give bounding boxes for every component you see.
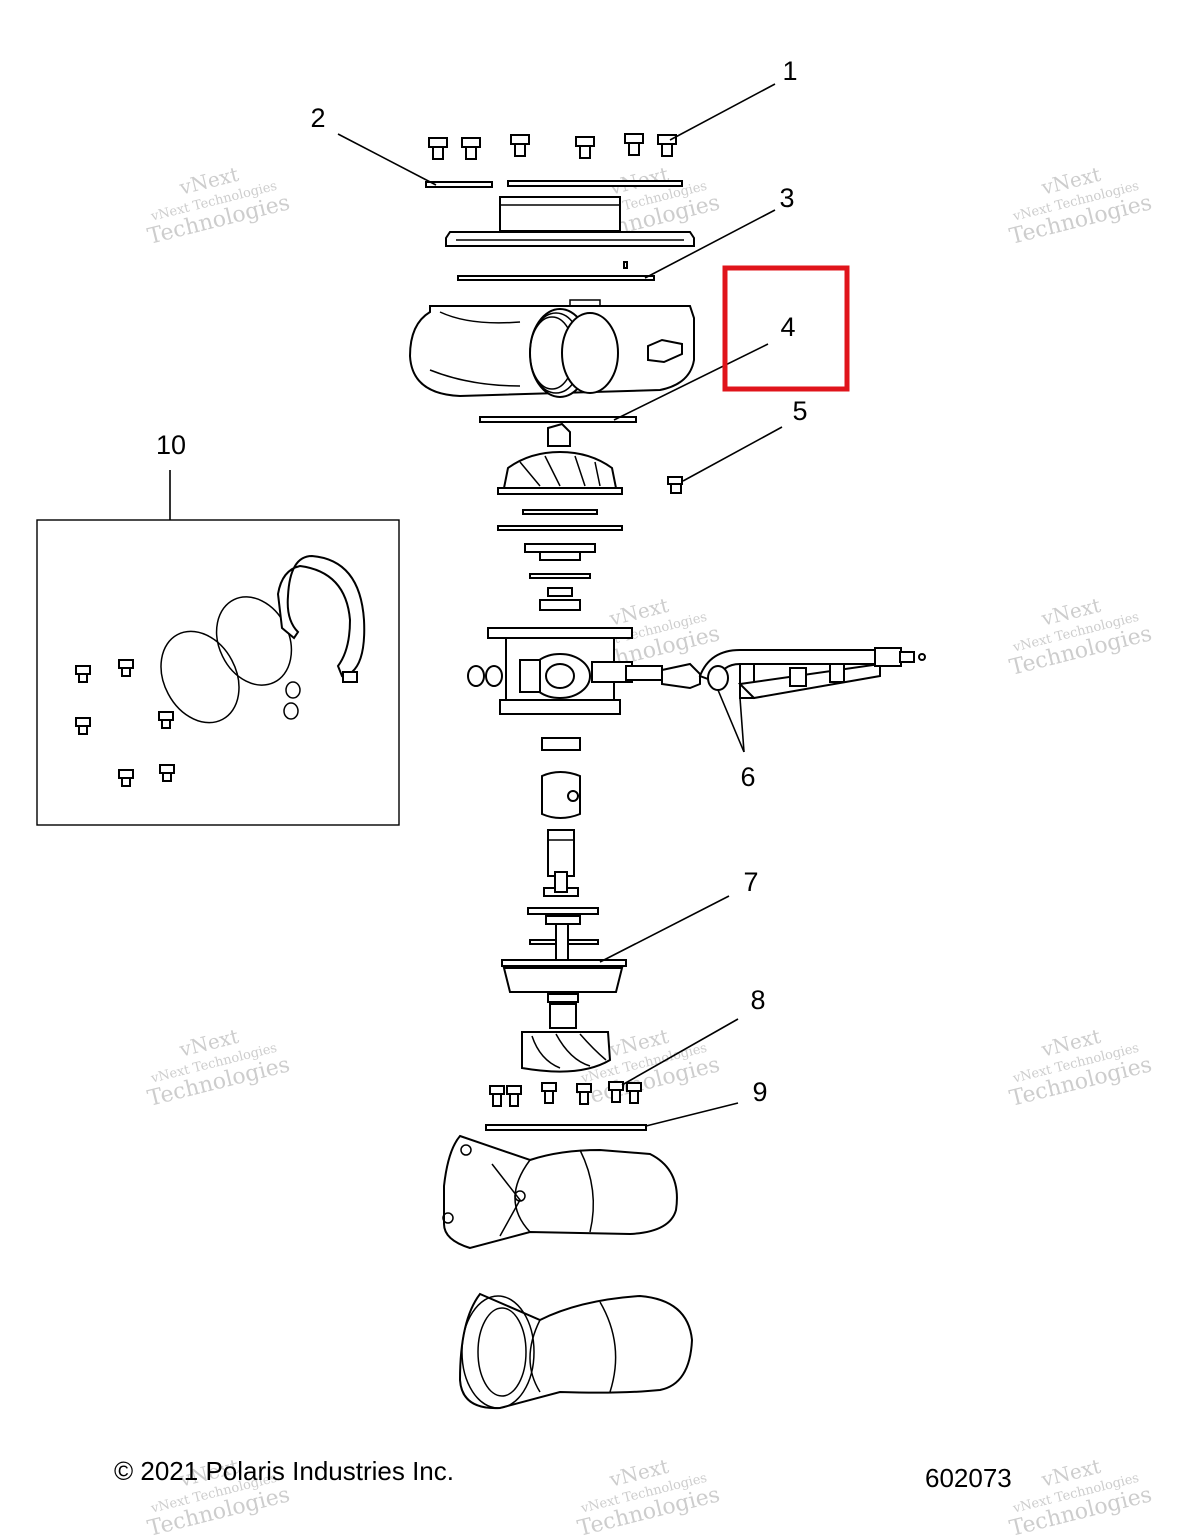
callout-6: 6 — [740, 762, 755, 792]
bolt — [506, 1085, 522, 1107]
bolt — [428, 137, 448, 160]
watermark: vNext vNext Technologies Technologies — [1007, 1024, 1154, 1112]
bolt — [461, 137, 481, 160]
impeller-nut[interactable] — [547, 422, 571, 447]
kit-bolt — [158, 711, 174, 729]
bolt — [624, 133, 644, 156]
callout-9: 9 — [752, 1077, 767, 1107]
callout-4: 4 — [780, 312, 795, 342]
bolt — [626, 1082, 642, 1104]
top-bolts[interactable] — [428, 133, 677, 160]
bolt — [575, 136, 595, 159]
bearing-housing[interactable] — [467, 627, 633, 715]
diagram-number: 602073 — [925, 1463, 1012, 1493]
copyright-notice: © 2021 Polaris Industries Inc. — [114, 1456, 454, 1486]
watermark: vNext vNext Technologies Technologies — [145, 162, 292, 250]
kit-bolt — [118, 769, 134, 787]
shaft-components[interactable] — [541, 737, 581, 897]
bolt — [510, 134, 530, 157]
watermark: vNext vNext Technologies Technologies — [575, 1454, 722, 1535]
bolt — [489, 1085, 505, 1107]
o-ring[interactable] — [457, 261, 655, 281]
exhaust-outlet[interactable] — [442, 1134, 678, 1250]
callouts: 1 2 3 4 5 6 7 8 9 10 — [156, 56, 808, 1107]
callout-8: 8 — [750, 985, 765, 1015]
callout-highlight-box — [722, 265, 850, 392]
cover-housing[interactable] — [445, 196, 695, 247]
turbine-wheel[interactable] — [521, 1003, 612, 1073]
lower-bolts[interactable] — [489, 1081, 642, 1107]
seal-stack[interactable] — [497, 509, 623, 611]
kit-bolt — [75, 665, 91, 683]
kit-bolt — [118, 659, 134, 677]
watermark: vNext vNext Technologies Technologies — [1007, 162, 1154, 250]
watermark: vNext vNext Technologies Technologies — [145, 1024, 292, 1112]
pump-housing[interactable] — [408, 299, 695, 398]
leader-lines — [169, 83, 783, 1127]
bolt — [541, 1082, 557, 1104]
kit-bolt — [159, 764, 175, 782]
top-gaskets[interactable] — [425, 180, 683, 188]
callout-3: 3 — [779, 183, 794, 213]
gasket-kit-box[interactable] — [36, 519, 400, 826]
watermark: vNext vNext Technologies Technologies — [1007, 593, 1154, 681]
turbine-back-plate[interactable] — [501, 907, 627, 1003]
callout-10: 10 — [156, 430, 186, 460]
bolt — [576, 1083, 592, 1105]
exhaust-gasket[interactable] — [485, 1124, 647, 1131]
callout-7: 7 — [743, 867, 758, 897]
callout-5: 5 — [792, 396, 807, 426]
kit-bolt — [75, 717, 91, 735]
bolt — [608, 1081, 624, 1103]
exhaust-elbow[interactable] — [458, 1292, 694, 1410]
set-screw[interactable] — [667, 476, 683, 494]
bolt — [657, 134, 677, 157]
housing-gasket[interactable] — [479, 416, 637, 423]
watermark: vNext vNext Technologies Technologies — [1007, 1454, 1154, 1535]
callout-2: 2 — [310, 103, 325, 133]
oil-lines[interactable] — [625, 647, 926, 700]
impeller[interactable] — [497, 450, 623, 495]
callout-1: 1 — [782, 56, 797, 86]
